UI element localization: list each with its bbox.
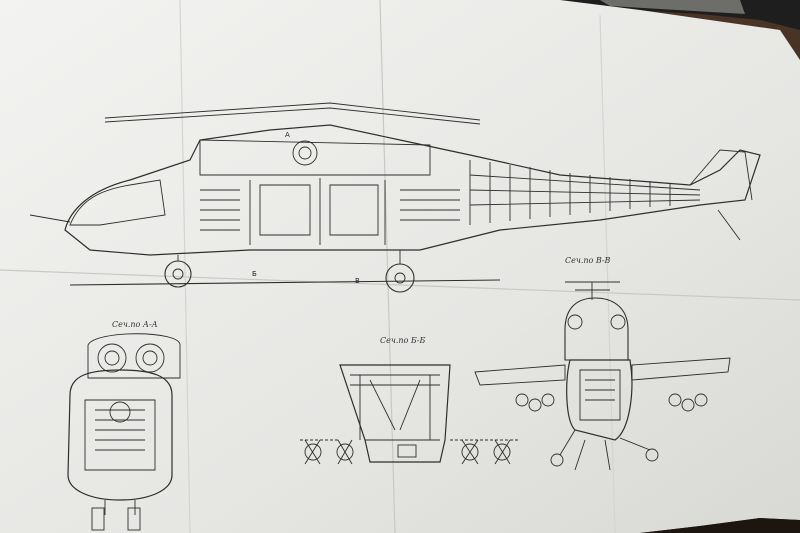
- desk-edge: [640, 518, 800, 533]
- section-v-v-view: [474, 281, 731, 471]
- section-b-b-view: [300, 364, 520, 465]
- book-page-edge: [600, 0, 745, 14]
- section-label-v-v: Сеч.по В-В: [565, 256, 610, 265]
- section-label-b-b: Сеч.по Б-Б: [380, 336, 425, 345]
- section-label-a-a: Сеч.по А-А: [112, 320, 158, 329]
- section-a-a-view: [67, 333, 181, 531]
- helicopter-side-view: [29, 102, 761, 293]
- callout-3: А: [285, 131, 290, 139]
- callout-1: Б: [252, 270, 257, 278]
- callout-2: В: [355, 277, 360, 285]
